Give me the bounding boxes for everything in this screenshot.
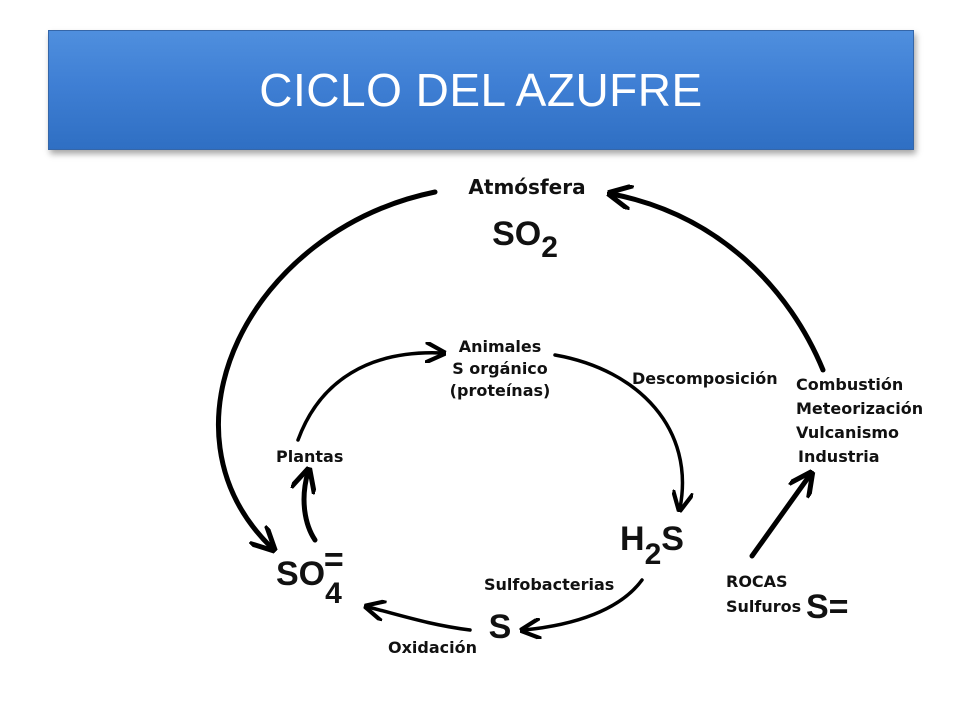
label-h2s: H2S xyxy=(620,520,684,571)
arrow-combustion-to-atmosfera xyxy=(612,194,826,373)
label-descomposicion: Descomposición xyxy=(632,369,778,388)
label-sulfuros: Sulfuros xyxy=(726,597,801,616)
label-sulfobacterias: Sulfobacterias xyxy=(484,575,614,594)
label-so4: SO4= xyxy=(276,541,344,610)
label-atmosfera: Atmósfera xyxy=(468,175,585,199)
arrow-plantas-to-animales xyxy=(296,353,442,442)
label-rocas: ROCAS xyxy=(726,572,788,591)
label-animales: Animales xyxy=(459,337,542,356)
label-vulcanismo: Vulcanismo xyxy=(796,423,899,442)
label-combustion: Combustión xyxy=(796,375,903,394)
label-s: S xyxy=(489,608,512,646)
arrow-rocas-to-combustion xyxy=(749,475,810,559)
label-proteinas: (proteínas) xyxy=(450,381,551,400)
label-s-equals: S= xyxy=(806,588,849,626)
label-s-organico: S orgánico xyxy=(452,359,548,378)
label-meteorizacion: Meteorización xyxy=(796,399,923,418)
arrow-animales-to-h2s xyxy=(553,353,682,508)
arrow-s-to-so4 xyxy=(368,607,472,632)
arrow-h2s-to-s xyxy=(524,578,644,630)
label-so2: SO2 xyxy=(492,215,558,264)
sulfur-cycle-diagram: Atmósfera SO2 Animales S orgánico (prote… xyxy=(216,175,923,657)
label-oxidacion: Oxidación xyxy=(388,638,477,657)
arrow-so4-to-plantas xyxy=(304,472,318,543)
title-banner: CICLO DEL AZUFRE xyxy=(48,30,914,150)
page-title: CICLO DEL AZUFRE xyxy=(259,64,703,116)
arrow-atmosfera-to-so4 xyxy=(216,189,438,548)
label-plantas: Plantas xyxy=(276,447,343,466)
label-industria: Industria xyxy=(798,447,880,466)
